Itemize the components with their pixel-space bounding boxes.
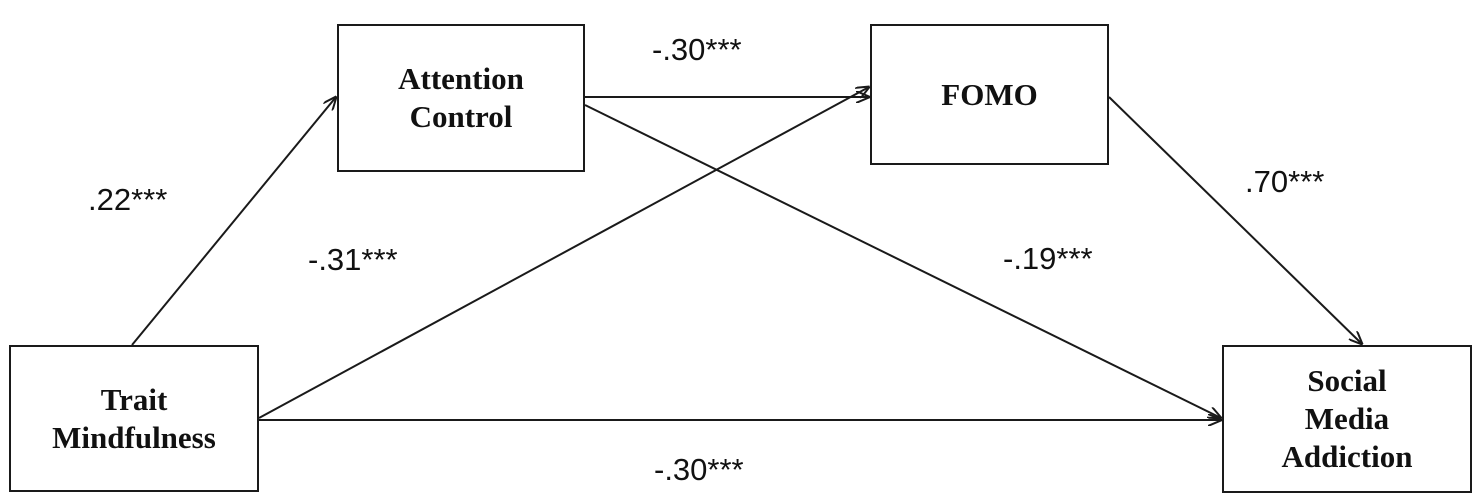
arrow-attention-to-social bbox=[584, 104, 1221, 418]
node-trait-mindfulness-label: Trait Mindfulness bbox=[52, 381, 216, 455]
arrow-fomo-to-social bbox=[1108, 96, 1362, 344]
node-social-media-addiction-label: Social Media Addiction bbox=[1281, 363, 1413, 474]
node-fomo: FOMO bbox=[870, 24, 1109, 165]
coef-trait-to-fomo: -.31*** bbox=[308, 242, 398, 277]
coef-attention-to-social: -.19*** bbox=[1003, 241, 1093, 276]
node-attention-control: Attention Control bbox=[337, 24, 585, 172]
coef-trait-to-attention: .22*** bbox=[88, 182, 168, 217]
arrow-trait-to-attention bbox=[131, 97, 336, 346]
coef-attention-to-fomo: -.30*** bbox=[652, 32, 742, 67]
arrow-trait-to-fomo bbox=[258, 87, 869, 419]
node-trait-mindfulness: Trait Mindfulness bbox=[9, 345, 259, 492]
coef-trait-to-social: -.30*** bbox=[654, 452, 744, 487]
coef-fomo-to-social: .70*** bbox=[1245, 164, 1325, 199]
node-attention-control-label: Attention Control bbox=[398, 61, 524, 134]
node-social-media-addiction: Social Media Addiction bbox=[1222, 345, 1472, 493]
node-fomo-label: FOMO bbox=[941, 76, 1038, 112]
